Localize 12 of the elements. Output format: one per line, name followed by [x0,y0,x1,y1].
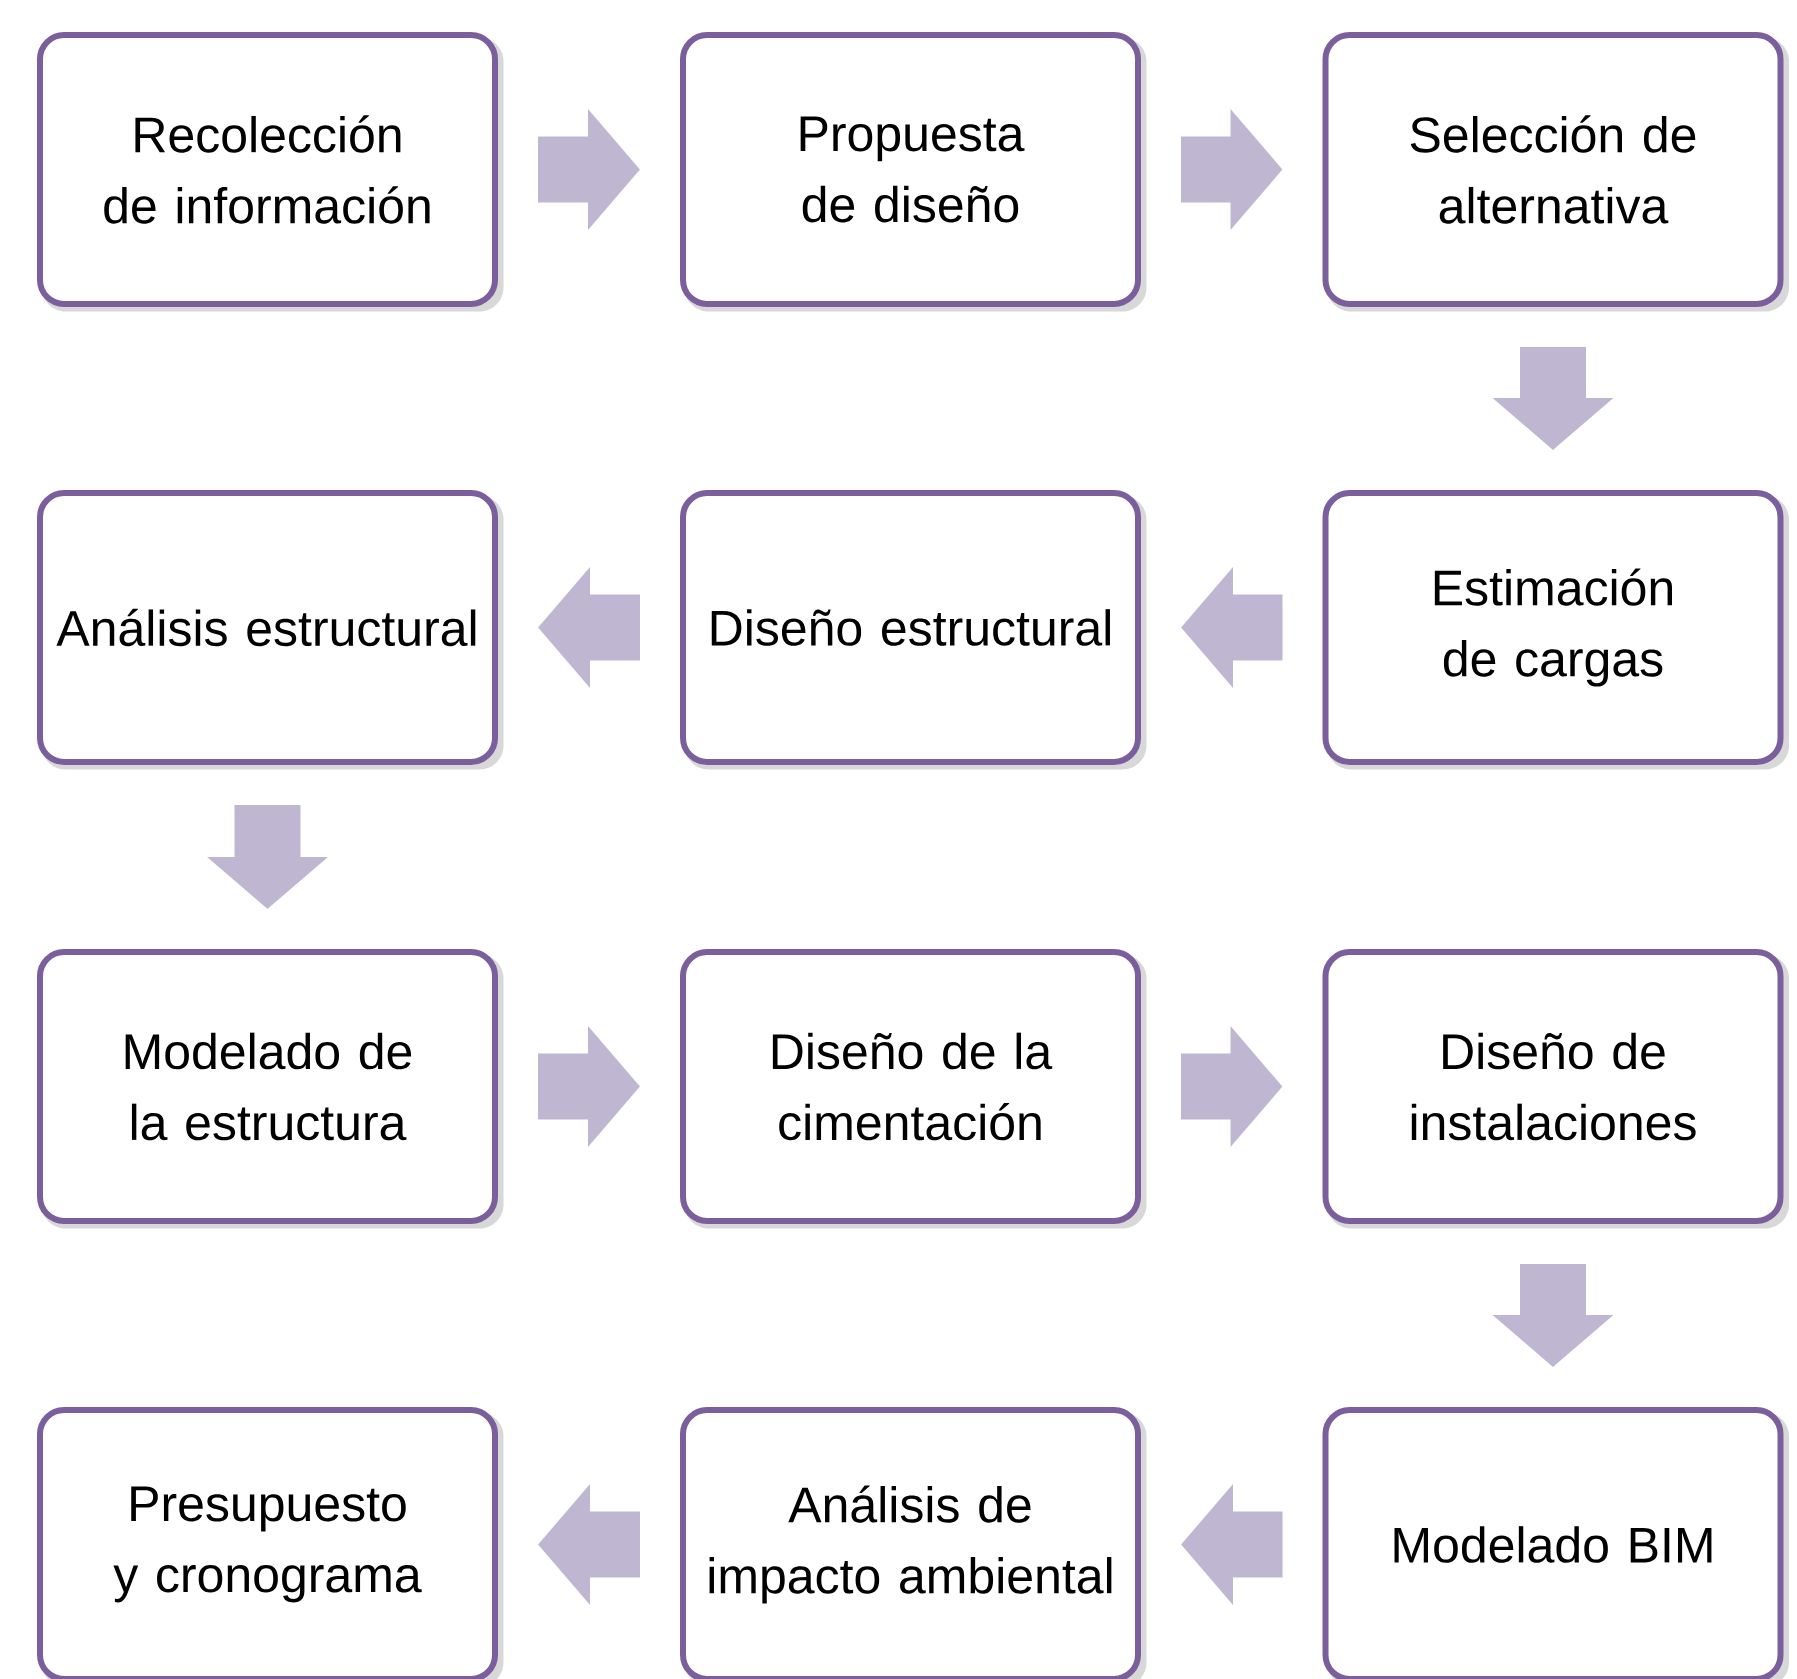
process-box: Recolección de información [37,32,498,307]
process-box: Estimación de cargas [1322,490,1784,765]
process-box: Análisis estructural [37,490,498,765]
process-box: Diseño de la cimentación [680,949,1141,1224]
process-box: Presupuesto y cronograma [37,1407,498,1679]
process-box: Selección de alternativa [1322,32,1784,307]
process-box: Modelado BIM [1322,1407,1784,1679]
process-box: Propuesta de diseño [680,32,1141,307]
process-box: Modelado de la estructura [37,949,498,1224]
process-box: Análisis de impacto ambiental [680,1407,1141,1679]
process-box: Diseño de instalaciones [1322,949,1784,1224]
process-box: Diseño estructural [680,490,1141,765]
